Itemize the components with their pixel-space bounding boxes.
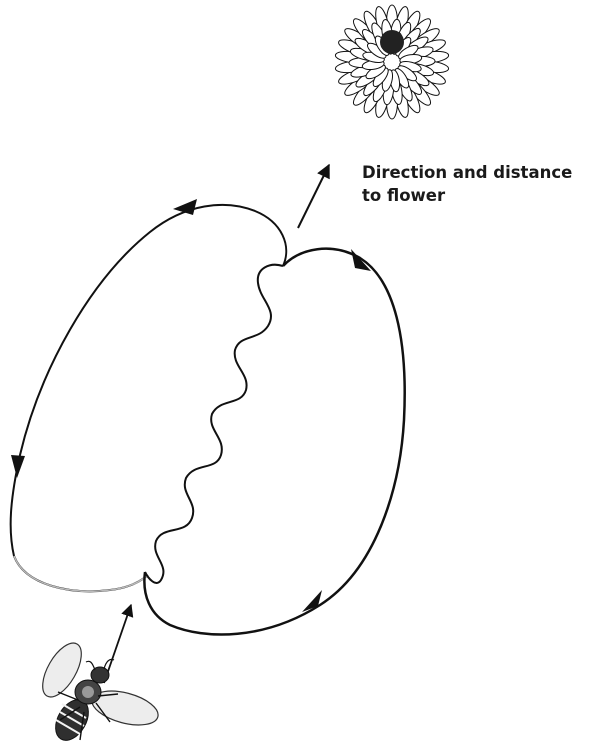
loop-arrowhead bbox=[11, 455, 25, 478]
flower-center bbox=[380, 30, 404, 54]
left-return-loop bbox=[11, 205, 287, 591]
direction-label: Direction and distance to flower bbox=[362, 161, 594, 207]
loop-arrowhead bbox=[351, 249, 371, 271]
waggle-run bbox=[145, 265, 283, 583]
right-return-loop bbox=[144, 249, 404, 635]
honeybee-icon bbox=[35, 637, 162, 746]
left-loop-faded-segment bbox=[14, 556, 148, 591]
flower-direction-arrow bbox=[298, 165, 329, 228]
flower-icon bbox=[335, 5, 449, 119]
